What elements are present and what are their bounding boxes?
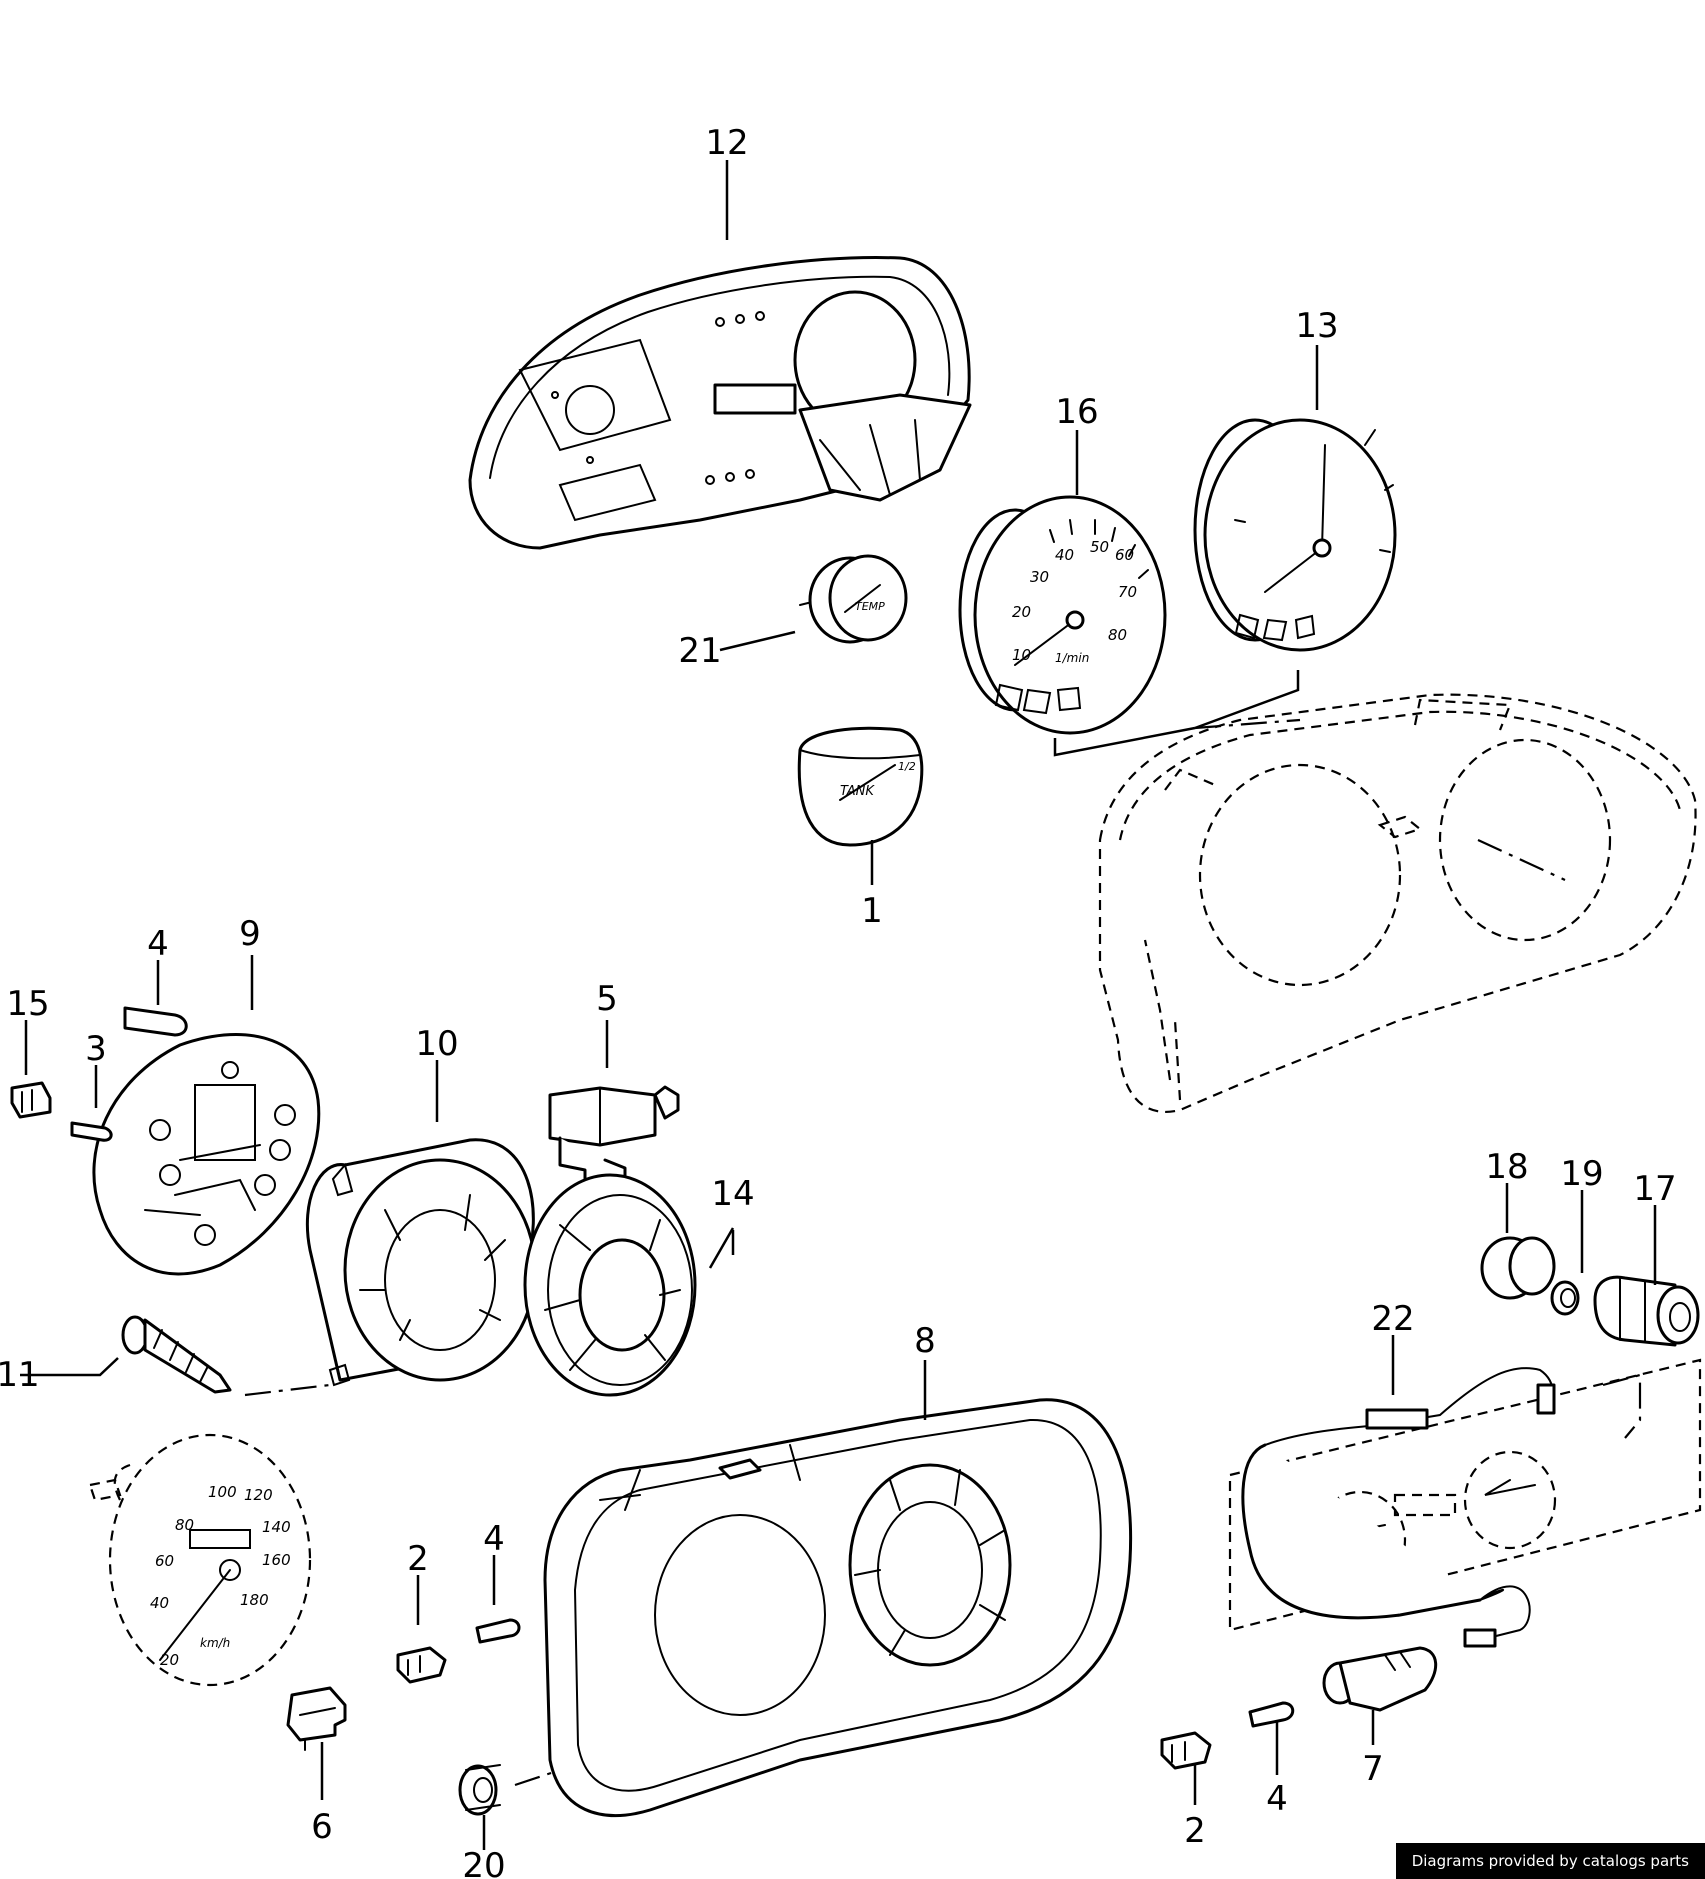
part-4-bulb-middle[interactable]: [475, 1618, 521, 1644]
fuel-half: 1/2: [898, 760, 916, 773]
tach-dial-50: 50: [1090, 538, 1109, 556]
speedo-dial-60: 60: [155, 1552, 174, 1570]
part-19-ring[interactable]: [1550, 1280, 1580, 1316]
part-12-circuit-housing[interactable]: [468, 256, 972, 550]
callout-14: 14: [711, 1174, 754, 1214]
callout-18: 18: [1485, 1147, 1528, 1187]
part-11-screw[interactable]: [121, 1315, 232, 1394]
tach-dial-70: 70: [1118, 583, 1137, 601]
callout-22: 22: [1371, 1299, 1414, 1339]
speedo-unit: km/h: [200, 1636, 230, 1650]
speedo-dial-80: 80: [175, 1516, 194, 1534]
callout-9: 9: [239, 914, 261, 954]
callout-4-bottom: 4: [1266, 1779, 1288, 1819]
tach-dial-40: 40: [1055, 546, 1074, 564]
part-21-temp-gauge[interactable]: TEMP: [799, 554, 908, 644]
callout-17: 17: [1633, 1169, 1676, 1209]
callout-10: 10: [415, 1024, 458, 1064]
callout-19: 19: [1560, 1154, 1603, 1194]
tach-dial-30: 30: [1030, 568, 1049, 586]
temp-label: TEMP: [855, 600, 885, 613]
speedo-dial-20: 20: [160, 1651, 179, 1669]
tach-dial-80: 80: [1108, 626, 1127, 644]
callout-1: 1: [861, 891, 883, 931]
part-15-bulb-holder[interactable]: [10, 1081, 52, 1119]
part-7-switch[interactable]: [1322, 1646, 1438, 1712]
part-22-panel-harness[interactable]: [1228, 1358, 1702, 1648]
speedo-dial-180: 180: [240, 1591, 269, 1609]
callout-21: 21: [678, 631, 721, 671]
callout-2-right: 2: [1184, 1811, 1206, 1851]
speedo-dial-120: 120: [244, 1486, 273, 1504]
callout-6: 6: [311, 1807, 333, 1847]
callout-16: 16: [1055, 392, 1098, 432]
callout-7: 7: [1362, 1749, 1384, 1789]
callout-4-top: 4: [147, 924, 169, 964]
part-14-warning-panel[interactable]: [523, 1173, 697, 1397]
part-6-clip[interactable]: [286, 1686, 347, 1751]
callout-5: 5: [596, 979, 618, 1019]
part-17-lighter[interactable]: [1593, 1275, 1700, 1347]
callout-4-middle: 4: [483, 1519, 505, 1559]
callout-20: 20: [462, 1846, 505, 1879]
part-20-bulb-socket[interactable]: [458, 1764, 501, 1816]
callout-15: 15: [6, 984, 49, 1024]
tach-unit: 1/min: [1055, 651, 1089, 665]
part-18-cap[interactable]: [1480, 1236, 1556, 1300]
callout-12: 12: [705, 123, 748, 163]
part-10-housing-ring[interactable]: [305, 1138, 537, 1387]
part-16-tachometer[interactable]: 10 20 30 40 50 60 70 80 1/min: [958, 495, 1167, 735]
tach-dial-20: 20: [1012, 603, 1031, 621]
speedo-dial-140: 140: [262, 1518, 291, 1536]
part-13-clock[interactable]: [1193, 418, 1397, 652]
installed-cluster-outline: [1098, 693, 1697, 1113]
tach-dial-60: 60: [1115, 546, 1134, 564]
tach-dial-10: 10: [1012, 646, 1031, 664]
callout-8: 8: [914, 1321, 936, 1361]
part-2-bulb-holder-left[interactable]: [396, 1646, 447, 1684]
callout-2-left: 2: [407, 1539, 429, 1579]
part-4-bulb-top[interactable]: [123, 1006, 188, 1037]
speedometer-outline[interactable]: 20 40 60 80 100 120 140 160 180 km/h: [88, 1433, 312, 1687]
part-1-fuel-gauge[interactable]: TANK 1/2: [797, 726, 924, 847]
callout-13: 13: [1295, 306, 1338, 346]
speedo-dial-160: 160: [262, 1551, 291, 1569]
diagram-credit: Diagrams provided by catalogs parts: [1395, 1843, 1705, 1879]
speedo-dial-100: 100: [208, 1483, 237, 1501]
part-9-circuit-board[interactable]: [92, 1033, 321, 1276]
part-8-cluster-housing[interactable]: [543, 1398, 1133, 1818]
part-4-bulb-bottom[interactable]: [1248, 1701, 1295, 1728]
callout-11: 11: [0, 1355, 40, 1395]
part-2-bulb-holder-right[interactable]: [1160, 1731, 1212, 1770]
speedo-dial-40: 40: [150, 1594, 169, 1612]
callout-3: 3: [85, 1029, 107, 1069]
part-3-bulb[interactable]: [70, 1121, 113, 1142]
